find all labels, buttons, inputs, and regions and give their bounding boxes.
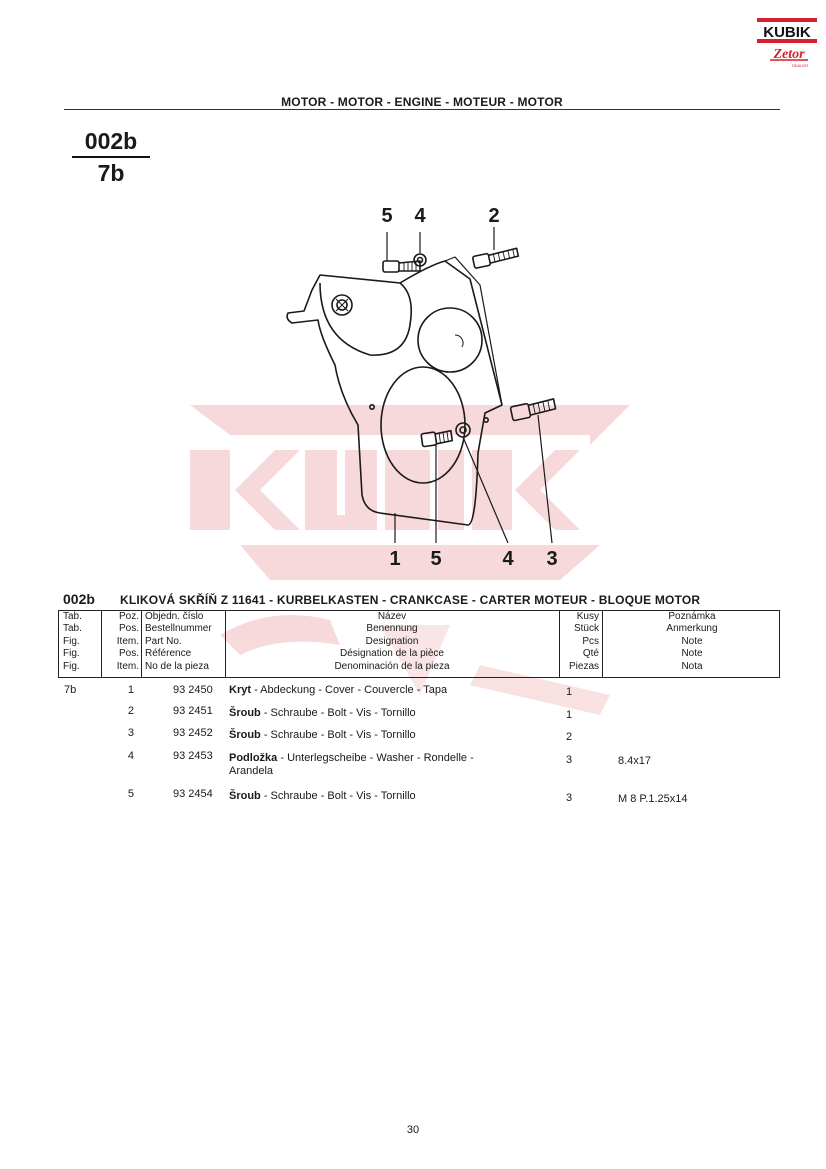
row-name: Šroub - Schraube - Bolt - Vis - Tornillo <box>229 707 416 719</box>
callout-4-bottom: 4 <box>502 548 514 570</box>
row-name: Šroub - Schraube - Bolt - Vis - Tornillo <box>229 790 416 802</box>
row-part-number: 93 2450 <box>173 684 213 696</box>
page-number: 30 <box>406 1124 420 1136</box>
kubik-zetor-logo: KUBIK Zetor DEALER <box>757 18 817 68</box>
kubik-watermark <box>190 405 630 715</box>
row-position: 5 <box>127 788 134 800</box>
page-header: MOTOR - MOTOR - ENGINE - MOTEUR - MOTOR <box>281 95 563 109</box>
row-name: Šroub - Schraube - Bolt - Vis - Tornillo <box>229 729 416 741</box>
exploded-view-drawing: 5 4 2 1 5 4 3 <box>286 205 558 570</box>
row-position: 3 <box>127 727 134 739</box>
row-note: 8.4x17 <box>618 755 652 767</box>
row-quantity: 1 <box>566 709 573 721</box>
row-name: Podložka - Unterlegscheibe - Washer - Ro… <box>229 752 474 777</box>
callout-5-bottom: 5 <box>430 548 441 570</box>
row-part-number: 93 2452 <box>173 727 213 739</box>
parts-table-header: Tab.Tab.Fig.Fig.Fig. Poz.Pos.Item.Pos.It… <box>58 610 780 678</box>
callout-4-top: 4 <box>414 205 426 227</box>
logo-tag: DEALER <box>792 63 808 68</box>
row-position: 2 <box>127 705 134 717</box>
logo-brand: KUBIK <box>763 24 811 41</box>
row-tab: 7b <box>64 684 77 696</box>
row-note: M 8 P.1.25x14 <box>618 793 688 805</box>
row-name: Kryt - Abdeckung - Cover - Couvercle - T… <box>229 684 448 696</box>
row-quantity: 3 <box>566 792 573 804</box>
row-part-number: 93 2453 <box>173 750 213 762</box>
callout-2-top: 2 <box>488 205 499 227</box>
row-position: 1 <box>127 684 134 696</box>
logo-sub: Zetor <box>772 47 805 62</box>
section-divider <box>72 156 150 158</box>
header-divider <box>64 109 780 110</box>
header-tab: Tab.Tab.Fig.Fig.Fig. <box>63 611 82 672</box>
section-number: 002b <box>84 128 138 154</box>
row-quantity: 1 <box>566 686 573 698</box>
header-position: Poz.Pos.Item.Pos.Item. <box>116 611 139 672</box>
row-part-number: 93 2451 <box>173 705 213 717</box>
row-position: 4 <box>127 750 134 762</box>
callout-5-top: 5 <box>381 205 392 227</box>
callout-1-bottom: 1 <box>389 548 400 570</box>
table-title: KLIKOVÁ SKŘÍŇ Z 11641 - KURBELKASTEN - C… <box>120 593 701 607</box>
row-part-number: 93 2454 <box>173 788 213 800</box>
table-code: 002b <box>63 591 95 607</box>
callout-3-bottom: 3 <box>546 548 557 570</box>
section-figure: 7b <box>97 160 125 186</box>
row-quantity: 2 <box>566 731 573 743</box>
row-quantity: 3 <box>566 754 573 766</box>
